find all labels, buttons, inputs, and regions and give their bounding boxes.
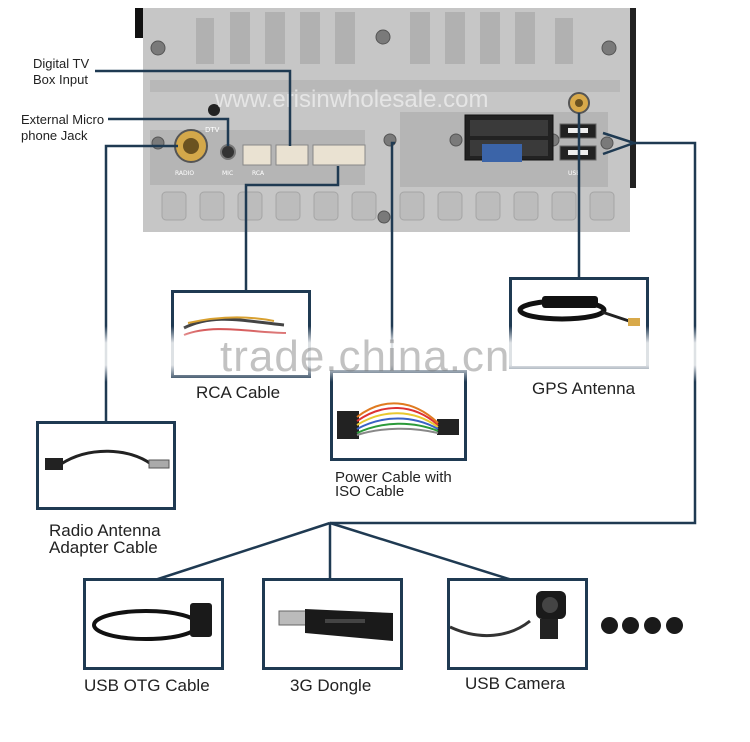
power-cable-box	[330, 370, 467, 461]
center-watermark: trade.china.cn	[220, 332, 511, 381]
usb-camera-image	[450, 591, 566, 639]
label-digital-tv-line2: Box Input	[33, 72, 88, 87]
label-digital-tv-line1: Digital TV	[33, 56, 90, 71]
usb-otg-image	[92, 603, 212, 641]
more-dot-3	[644, 617, 661, 634]
label-usb-camera: USB Camera	[465, 674, 566, 693]
more-dot-4	[666, 617, 683, 634]
usb-otg-box	[83, 578, 224, 670]
more-dot-1	[601, 617, 618, 634]
label-digital-tv-box-input: Digital TV Box Input	[33, 56, 89, 88]
label-radio-antenna: Radio Antenna Adapter Cable	[49, 522, 161, 556]
label-radio-line2: Adapter Cable	[49, 538, 158, 557]
label-usb-otg: USB OTG Cable	[84, 676, 210, 695]
port-label-usb: USB	[568, 170, 580, 177]
gps-antenna-image	[517, 296, 640, 326]
watermark-band	[0, 326, 750, 382]
label-power-line2: ISO Cable	[335, 483, 405, 500]
label-ext-mic-line1: External Micro	[21, 112, 105, 127]
label-3g-dongle: 3G Dongle	[290, 676, 372, 695]
label-power-cable: Power Cable with ISO Cable	[335, 469, 452, 500]
label-external-mic-jack: External Micro phone Jack	[21, 112, 104, 144]
label-ext-mic-line2: phone Jack	[21, 128, 88, 143]
radio-antenna-box	[36, 421, 176, 510]
port-label-mic: MIC	[222, 170, 233, 177]
more-dot-2	[622, 617, 639, 634]
port-label-rca: RCA	[252, 170, 265, 177]
usb-camera-box	[447, 578, 588, 670]
power-cable-image	[337, 402, 459, 439]
label-gps-antenna: GPS Antenna	[532, 379, 636, 398]
label-radio-line1: Radio Antenna	[49, 521, 161, 540]
dongle-box	[262, 578, 403, 670]
port-label-radio: RADIO	[175, 170, 194, 177]
unit-watermark: www.erisinwholesale.com	[215, 86, 489, 113]
dongle-image	[278, 609, 393, 641]
port-label-dtv: DTV	[205, 126, 220, 134]
label-power-line1: Power Cable with	[335, 469, 452, 486]
radio-antenna-image	[45, 449, 170, 470]
label-rca-cable: RCA Cable	[196, 383, 281, 402]
